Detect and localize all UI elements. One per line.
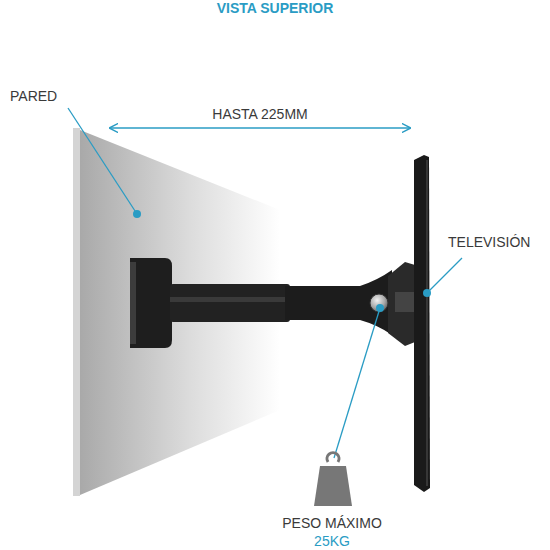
dimension-line <box>110 127 410 128</box>
tv-label: TELEVISIÓN <box>448 234 530 250</box>
television-edge <box>427 160 428 486</box>
view-title: VISTA SUPERIOR <box>217 0 334 16</box>
wall-plate-edge <box>130 262 136 344</box>
leader-dot <box>376 304 384 312</box>
dimension-label: HASTA 225MM <box>212 106 307 122</box>
wall-label: PARED <box>10 88 57 104</box>
arm-segment <box>170 284 290 322</box>
wall-plate <box>130 258 172 348</box>
television <box>414 155 430 492</box>
weight-icon-handle <box>327 453 339 462</box>
tv-plate-hub <box>395 292 415 312</box>
weight-value: 25KG <box>314 533 350 549</box>
weight-icon <box>314 466 352 506</box>
pivot-knob <box>370 294 388 312</box>
tv-plate <box>388 262 415 346</box>
wall-edge <box>73 128 80 496</box>
leader-line <box>427 258 462 293</box>
leader-line <box>68 108 137 214</box>
arm-seam <box>170 297 290 302</box>
leader-dot <box>423 289 431 297</box>
arm-segment <box>285 270 392 335</box>
leader-line <box>334 308 380 458</box>
weight-label: PESO MÁXIMO <box>282 515 382 531</box>
leader-dot <box>133 210 141 218</box>
